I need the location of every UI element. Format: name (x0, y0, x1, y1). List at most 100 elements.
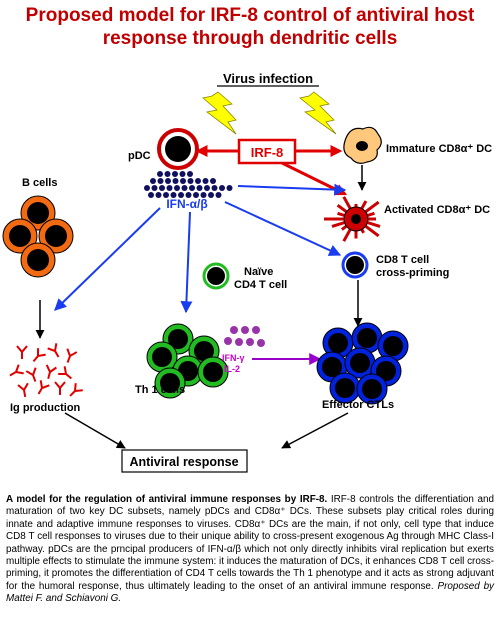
ifn-dot (174, 185, 180, 191)
figure-caption: A model for the regulation of antiviral … (6, 494, 494, 606)
antibody-icon (17, 382, 29, 398)
ifn-dot (155, 192, 162, 198)
ctl-cell-nucleus (376, 361, 396, 381)
ifn-dot (215, 192, 222, 198)
ifn-dot (172, 178, 179, 184)
ifn-dot (200, 192, 207, 198)
ifn-dot (157, 171, 163, 177)
antibody-icon (16, 345, 28, 359)
ifn-dot (178, 192, 184, 198)
ifn-dot (150, 178, 156, 184)
cytokine-dot (246, 338, 254, 346)
antibody-icon (54, 381, 66, 395)
b-cell-nucleus (27, 202, 49, 224)
ifn-dot (159, 185, 165, 191)
antiviral-response-box (121, 449, 248, 473)
th1-cell-nucleus (203, 362, 223, 382)
ifn-arrow-to-th1 (180, 211, 193, 314)
naive-line2: CD4 T cell (234, 279, 287, 291)
b-cell-nucleus (9, 225, 31, 247)
antibody-icons (9, 343, 83, 398)
antibody-icon (37, 380, 50, 395)
ifn-dot (204, 185, 210, 191)
ctl-cell-nucleus (383, 336, 403, 356)
ifn-arrow-to-immature-dc (237, 183, 347, 196)
ifn-dot (211, 185, 218, 191)
title-line-2: response through dendritic cells (102, 28, 398, 49)
caption-heading: A model for the regulation of antiviral … (6, 494, 328, 505)
ifn-arrow-to-cd8 (224, 201, 342, 256)
antiviral-response-label: Antiviral response (129, 455, 238, 469)
ifn-dot (208, 192, 214, 198)
ifn-dot (163, 192, 169, 198)
pdc-label: pDC (128, 150, 151, 162)
ifn-dot (165, 178, 171, 184)
antibody-icon (45, 364, 57, 380)
cytokine-particles (224, 326, 265, 347)
b-cell-nucleus (45, 225, 67, 247)
caption-body: IRF-8 controls the differentiation and m… (6, 494, 494, 592)
arrow-ig-to-response (64, 412, 126, 449)
antibody-icon (58, 366, 73, 380)
title-line-1: Proposed model for IRF-8 control of anti… (25, 5, 475, 26)
naive-line1: Naïve (244, 266, 273, 278)
lightning-right-icon (299, 91, 337, 135)
th1-cell-nucleus (194, 341, 214, 361)
ifn-dot (164, 171, 171, 177)
virus-infection-label: Virus infection (223, 71, 313, 86)
irf8-model-diagram: Virus infection pDC Immature CD8α⁺ DC IR… (2, 71, 492, 473)
ifn-dot (189, 185, 195, 191)
effector-ctls-label: Effector CTLs (322, 399, 394, 411)
effector-ctl-cluster (316, 322, 409, 405)
ifn-dot (180, 178, 186, 184)
ifn-label: IFN-α/β (166, 197, 207, 211)
ifn-dot (179, 171, 186, 177)
ifn-dot (185, 192, 192, 198)
ctl-cell-nucleus (350, 353, 370, 373)
naive-cd4-nucleus (207, 267, 225, 285)
antibody-icon (47, 343, 60, 358)
ifn-dot (210, 178, 216, 184)
ifn-dot (187, 178, 194, 184)
cytokine-dot (235, 338, 243, 346)
ifn-dot (202, 178, 209, 184)
antibody-icon (66, 348, 78, 363)
ifn-dot (172, 171, 178, 177)
ctl-cell-nucleus (328, 333, 348, 353)
b-cells-label: B cells (22, 177, 57, 189)
ctl-cell-nucleus (322, 357, 342, 377)
antibody-icon (32, 348, 46, 363)
ifn-dot (195, 178, 201, 184)
ctl-cell-nucleus (357, 328, 377, 348)
pdc-nucleus (165, 136, 191, 162)
b-cells-cluster (2, 195, 74, 278)
activated-dc-nucleus (351, 214, 361, 224)
ig-production-label: Ig production (10, 402, 81, 414)
activated-dc-label: Activated CD8α⁺ DC (384, 204, 490, 216)
irf8-box (237, 138, 297, 165)
caption-credit: Proposed by Mattei F. and Schiavoni G. (6, 580, 494, 605)
lightning-left-icon (202, 91, 237, 135)
cytokine-dot (257, 339, 265, 347)
ifn-dot (166, 185, 173, 191)
th1-cell-nucleus (160, 373, 180, 393)
cytokine-dot (224, 337, 232, 345)
immature-dc-label: Immature CD8α⁺ DC (386, 143, 492, 155)
ifn-dot (193, 192, 199, 198)
antibody-icon (25, 367, 37, 382)
antibody-icon (69, 383, 83, 397)
cd8-crosspriming-line2: cross-priming (376, 267, 449, 279)
ifn-dot (181, 185, 188, 191)
cd8-crosspriming-line1: CD8 T cell (376, 254, 429, 266)
ifn-dot (157, 178, 164, 184)
page-title: Proposed model for IRF-8 control of anti… (0, 4, 500, 50)
ifn-dot (144, 185, 150, 191)
th1-cells-cluster (146, 323, 229, 399)
ifn-particles (144, 171, 233, 198)
ifn-dot (219, 185, 225, 191)
immature-dc-nucleus (356, 141, 368, 151)
il2-label: IL-2 (224, 364, 240, 374)
ifn-dot (148, 192, 154, 198)
th1-label: Th 1 cells (135, 384, 185, 396)
ifn-dot (187, 171, 193, 177)
